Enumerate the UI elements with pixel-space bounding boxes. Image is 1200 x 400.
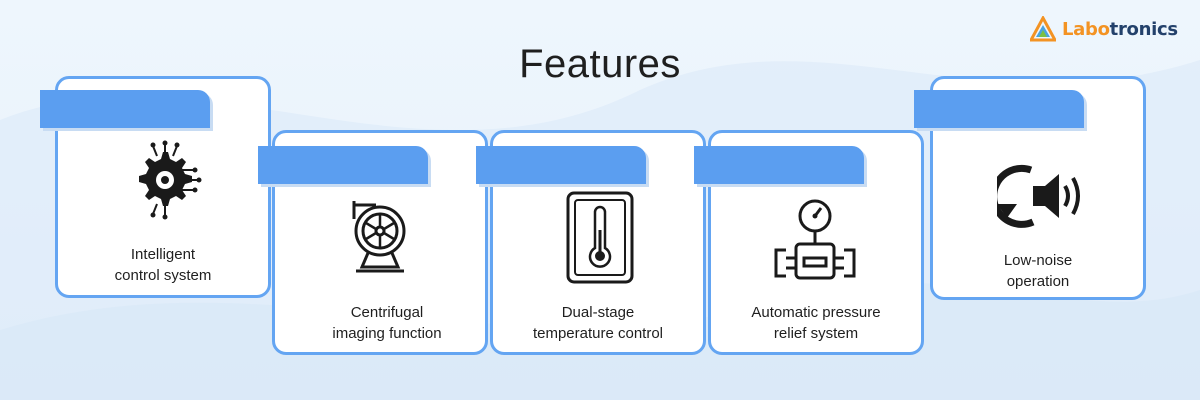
speaker-volume-icon — [997, 164, 1080, 228]
feature-card-intelligent-control — [55, 76, 271, 298]
logo-text: Labotronics — [1062, 18, 1178, 40]
centrifugal-fan-icon — [352, 201, 406, 273]
page-title: Features — [519, 42, 681, 86]
pressure-gauge-icon — [774, 199, 856, 280]
thermometer-icon — [566, 191, 634, 284]
brand-logo: Labotronics — [1030, 14, 1178, 44]
card-tab — [40, 90, 210, 128]
card-tab — [694, 146, 864, 184]
cpu-gear-icon — [139, 140, 202, 220]
triangle-logo-icon — [1030, 16, 1056, 42]
card-tab — [476, 146, 646, 184]
card-tab — [258, 146, 428, 184]
card-tab — [914, 90, 1084, 128]
